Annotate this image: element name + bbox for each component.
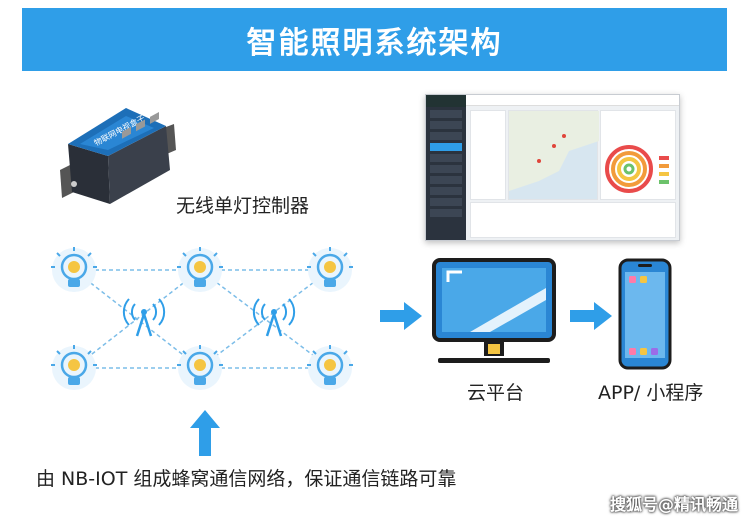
signal-tower-icon — [122, 297, 166, 338]
app-label: APP/ 小程序 — [598, 382, 704, 404]
dashboard-screenshot — [425, 94, 680, 241]
arrow-right-icon — [380, 302, 422, 330]
page-title: 智能照明系统架构 — [246, 25, 503, 61]
bulb-icon — [305, 343, 355, 392]
network-description: 由 NB-IOT 组成蜂窝通信网络，保证通信链路可靠 — [36, 468, 457, 490]
dashboard-bottom-panel — [470, 202, 676, 238]
bulb-icon — [175, 343, 225, 392]
signal-tower-icon — [252, 297, 296, 338]
dashboard-map-panel — [508, 110, 599, 200]
arrow-up-icon — [190, 410, 220, 456]
controller-label: 无线单灯控制器 — [176, 195, 310, 217]
monitor-icon — [432, 258, 556, 363]
cloud-platform-label: 云平台 — [467, 382, 525, 404]
watermark: 搜狐号@精讯畅通 — [609, 495, 738, 514]
dashboard-sidebar — [426, 95, 466, 240]
dashboard-chart-panel — [600, 110, 676, 200]
bulb-icon — [305, 245, 355, 294]
bulb-network-diagram — [49, 245, 355, 392]
bulb-icon — [49, 343, 99, 392]
controller-device-image: 物联网电视盒子 — [60, 108, 176, 204]
dashboard-list-panel — [470, 110, 506, 200]
arrow-right-icon — [570, 302, 612, 330]
title-banner: 智能照明系统架构 — [22, 8, 727, 71]
phone-icon — [618, 258, 672, 370]
bulb-icon — [175, 245, 225, 294]
bulb-icon — [49, 245, 99, 294]
dashboard-topbar — [466, 95, 679, 106]
